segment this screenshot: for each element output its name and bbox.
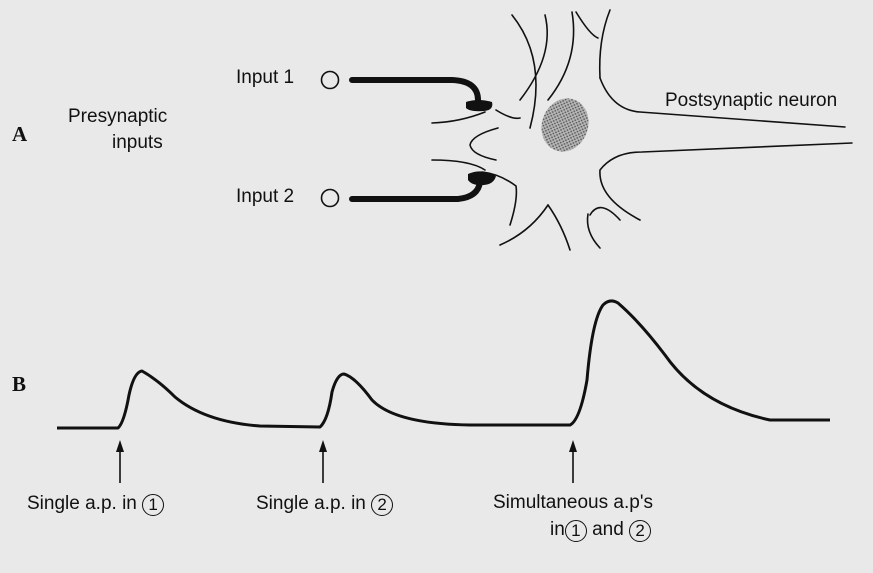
postsynaptic-neuron <box>432 10 852 250</box>
input2-axon <box>352 182 480 199</box>
event-caption-1: Single a.p. in 1 <box>27 493 164 516</box>
panel-b-label: B <box>12 372 26 397</box>
event-caption-3-joiner: and <box>592 519 624 540</box>
panel-a-label: A <box>12 122 27 147</box>
input1-axon <box>352 80 478 100</box>
input2-label: Input 2 <box>236 186 294 208</box>
input1-label: Input 1 <box>236 67 294 89</box>
event-caption-2: Single a.p. in 2 <box>256 493 393 516</box>
presynaptic-label-line2: inputs <box>112 132 163 154</box>
event-caption-3-marker-2: 2 <box>629 520 651 542</box>
presynaptic-label-line1: Presynaptic <box>68 106 167 128</box>
event-caption-1-marker: 1 <box>142 494 164 516</box>
event-caption-1-text: Single a.p. in <box>27 493 137 514</box>
postsynaptic-label: Postsynaptic neuron <box>665 90 837 112</box>
input1-terminal <box>322 72 339 89</box>
event-arrows <box>116 440 577 483</box>
input2-terminal <box>322 190 339 207</box>
event-caption-3-prefix: in <box>550 519 565 540</box>
event-caption-3-line1: Simultaneous a.p's <box>493 492 653 514</box>
event-caption-2-marker: 2 <box>371 494 393 516</box>
event-caption-2-text: Single a.p. in <box>256 493 366 514</box>
input1-bouton <box>466 100 492 111</box>
membrane-potential-trace <box>57 301 830 428</box>
event-caption-3-marker-1: 1 <box>565 520 587 542</box>
nucleus <box>534 92 596 158</box>
